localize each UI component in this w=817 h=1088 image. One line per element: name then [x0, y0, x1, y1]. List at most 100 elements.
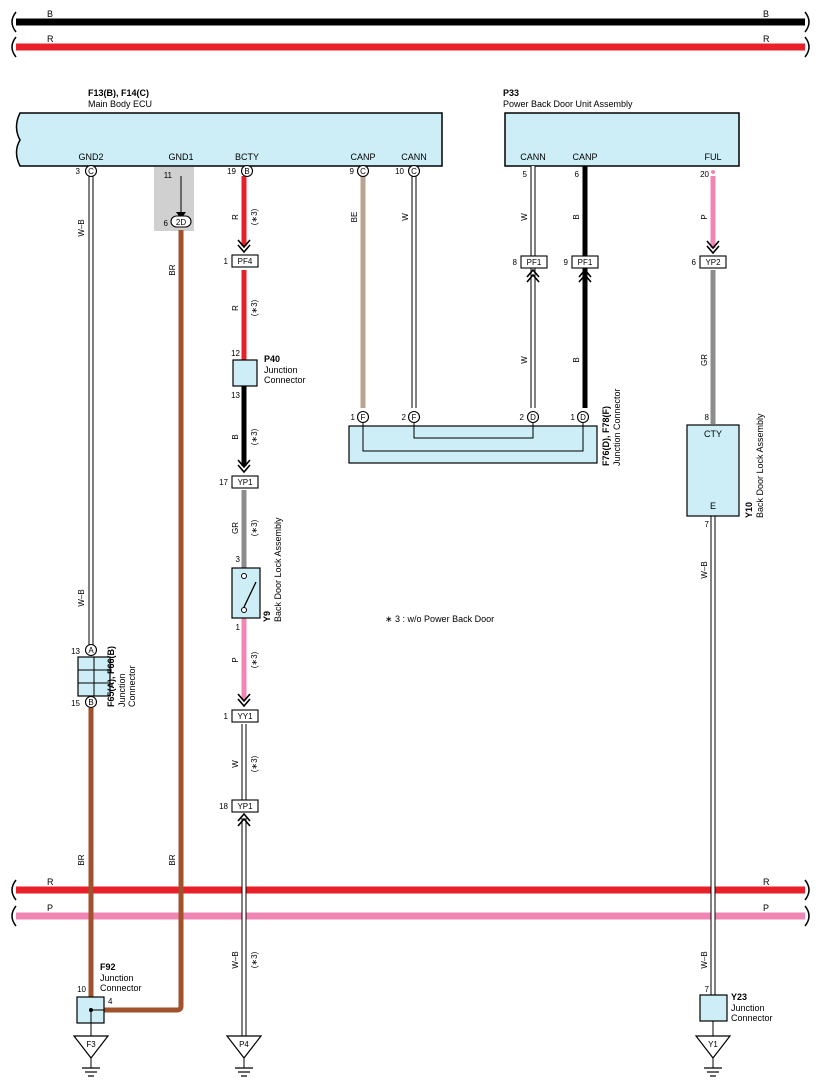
svg-text:1: 1	[236, 623, 241, 632]
svg-text:1: 1	[224, 712, 229, 721]
wire-note: (∗3)	[250, 428, 259, 445]
svg-text:YP1: YP1	[237, 802, 253, 811]
ecu-terminal: CANN	[401, 152, 427, 162]
ground-y1: Y1	[694, 1035, 732, 1077]
svg-text:2D: 2D	[176, 218, 186, 227]
bus-label: R	[763, 877, 770, 887]
svg-text:2: 2	[402, 413, 407, 422]
p33-code: P33	[503, 88, 519, 98]
svg-text:1: 1	[351, 413, 356, 422]
ground-f3: F3	[72, 1035, 110, 1077]
svg-text:F3: F3	[86, 1040, 96, 1049]
svg-text:PF1: PF1	[578, 258, 593, 267]
p33-name: Power Back Door Unit Assembly	[503, 99, 633, 109]
svg-text:Connector: Connector	[127, 665, 137, 707]
svg-text:F92: F92	[100, 962, 116, 972]
svg-text:Connector: Connector	[100, 983, 142, 993]
svg-text:8: 8	[705, 413, 710, 422]
wire-label: W	[401, 213, 410, 221]
ecu-terminal: CANP	[350, 152, 375, 162]
bus-label: B	[763, 9, 769, 19]
wire-label: BE	[350, 212, 359, 223]
ecu-terminal: BCTY	[235, 152, 259, 162]
p33-terminal: CANN	[520, 152, 546, 162]
wire-label: BR	[77, 854, 86, 865]
svg-text:Y23: Y23	[731, 992, 747, 1002]
ecu-pin-gnd2: 3 C	[76, 164, 98, 178]
back-door-lock-assembly-y10: 8 CTY E 7 Y10 Back Door Lock Assembly	[686, 413, 765, 529]
ecu-terminal: GND1	[168, 152, 193, 162]
junction-connector-f92: F92 Junction Connector 10 4	[76, 962, 142, 1036]
svg-text:B: B	[244, 167, 249, 176]
svg-text:1: 1	[571, 413, 576, 422]
wire-label: W–B	[700, 561, 709, 578]
footnote: ∗ 3 : w/o Power Back Door	[385, 614, 494, 624]
wire-label: W–B	[77, 589, 86, 606]
svg-text:Y9: Y9	[262, 611, 272, 622]
wire-label: BR	[168, 264, 177, 275]
svg-text:Junction Connector: Junction Connector	[612, 388, 622, 466]
ecu-code: F13(B), F14(C)	[88, 88, 149, 98]
ecu-pin-canp: 9 C	[350, 164, 370, 178]
wire-note: (∗3)	[250, 651, 259, 668]
ecu-pin-bcty: 19 B	[227, 164, 254, 178]
wire-label: B	[572, 357, 581, 362]
main-body-ecu: F13(B), F14(C) Main Body ECU GND2 GND1 B…	[15, 88, 443, 167]
wire-label: R	[231, 305, 240, 311]
svg-text:18: 18	[219, 802, 228, 811]
svg-text:9: 9	[564, 258, 569, 267]
bus-label: R	[47, 877, 54, 887]
svg-text:12: 12	[231, 349, 240, 358]
connector-pf1-9: PF1 9	[564, 255, 599, 283]
connector-yp1-17: YP1 17	[219, 459, 259, 489]
svg-text:E: E	[710, 501, 716, 511]
svg-text:YP2: YP2	[705, 258, 721, 267]
ecu-terminal: GND2	[78, 152, 103, 162]
svg-text:10: 10	[395, 167, 404, 176]
svg-text:P40: P40	[264, 354, 280, 364]
junction-connector-f65-f66: 13 A 15 B F65(A), F66(B) Junction Connec…	[71, 643, 137, 709]
wire-note: (∗3)	[250, 951, 259, 968]
wire-label: W	[231, 760, 240, 768]
svg-text:Junction: Junction	[264, 365, 298, 375]
wire-note: (∗3)	[250, 299, 259, 316]
junction-connector-p40: 12 13 P40 Junction Connector	[231, 349, 305, 400]
svg-text:C: C	[411, 167, 417, 176]
back-door-lock-switch-y9: 3 1 Y9 Back Door Lock Assembly	[231, 517, 283, 632]
bus-label: B	[47, 9, 53, 19]
svg-text:YP1: YP1	[237, 478, 253, 487]
wire-label: R	[231, 214, 240, 220]
svg-text:D: D	[580, 413, 586, 422]
svg-text:Junction: Junction	[100, 973, 134, 983]
svg-text:Back Door Lock Assembly: Back Door Lock Assembly	[755, 413, 765, 518]
connector-yp2: YP2 6	[692, 240, 727, 269]
svg-text:17: 17	[219, 478, 228, 487]
wire-label: GR	[700, 354, 709, 366]
svg-text:9: 9	[350, 167, 355, 176]
svg-text:Connector: Connector	[264, 375, 306, 385]
ful-pin-dot	[711, 170, 715, 174]
p33-pin: 20	[700, 170, 709, 179]
svg-text:Junction: Junction	[117, 673, 127, 707]
wire-gnd1-br	[104, 230, 184, 1013]
svg-text:B: B	[88, 698, 93, 707]
svg-text:C: C	[360, 167, 366, 176]
wire-label: B	[572, 214, 581, 219]
connector-yy1: YY1 1	[224, 693, 259, 723]
wire-note: (∗3)	[250, 755, 259, 772]
ground-p4: P4	[225, 1035, 263, 1077]
wire-label: GR	[231, 522, 240, 534]
ecu-name: Main Body ECU	[88, 99, 152, 109]
svg-text:8: 8	[513, 258, 518, 267]
svg-text:YY1: YY1	[237, 712, 253, 721]
wire-label: P	[700, 214, 709, 219]
svg-text:7: 7	[705, 520, 710, 529]
bus-label: R	[763, 34, 770, 44]
bus-label: P	[47, 903, 53, 913]
wire-note: (∗3)	[250, 519, 259, 536]
wire-label: W–B	[700, 951, 709, 968]
svg-text:Y1: Y1	[708, 1040, 718, 1049]
wire-note: (∗3)	[250, 208, 259, 225]
connector-pf4: PF4 1	[224, 239, 259, 268]
